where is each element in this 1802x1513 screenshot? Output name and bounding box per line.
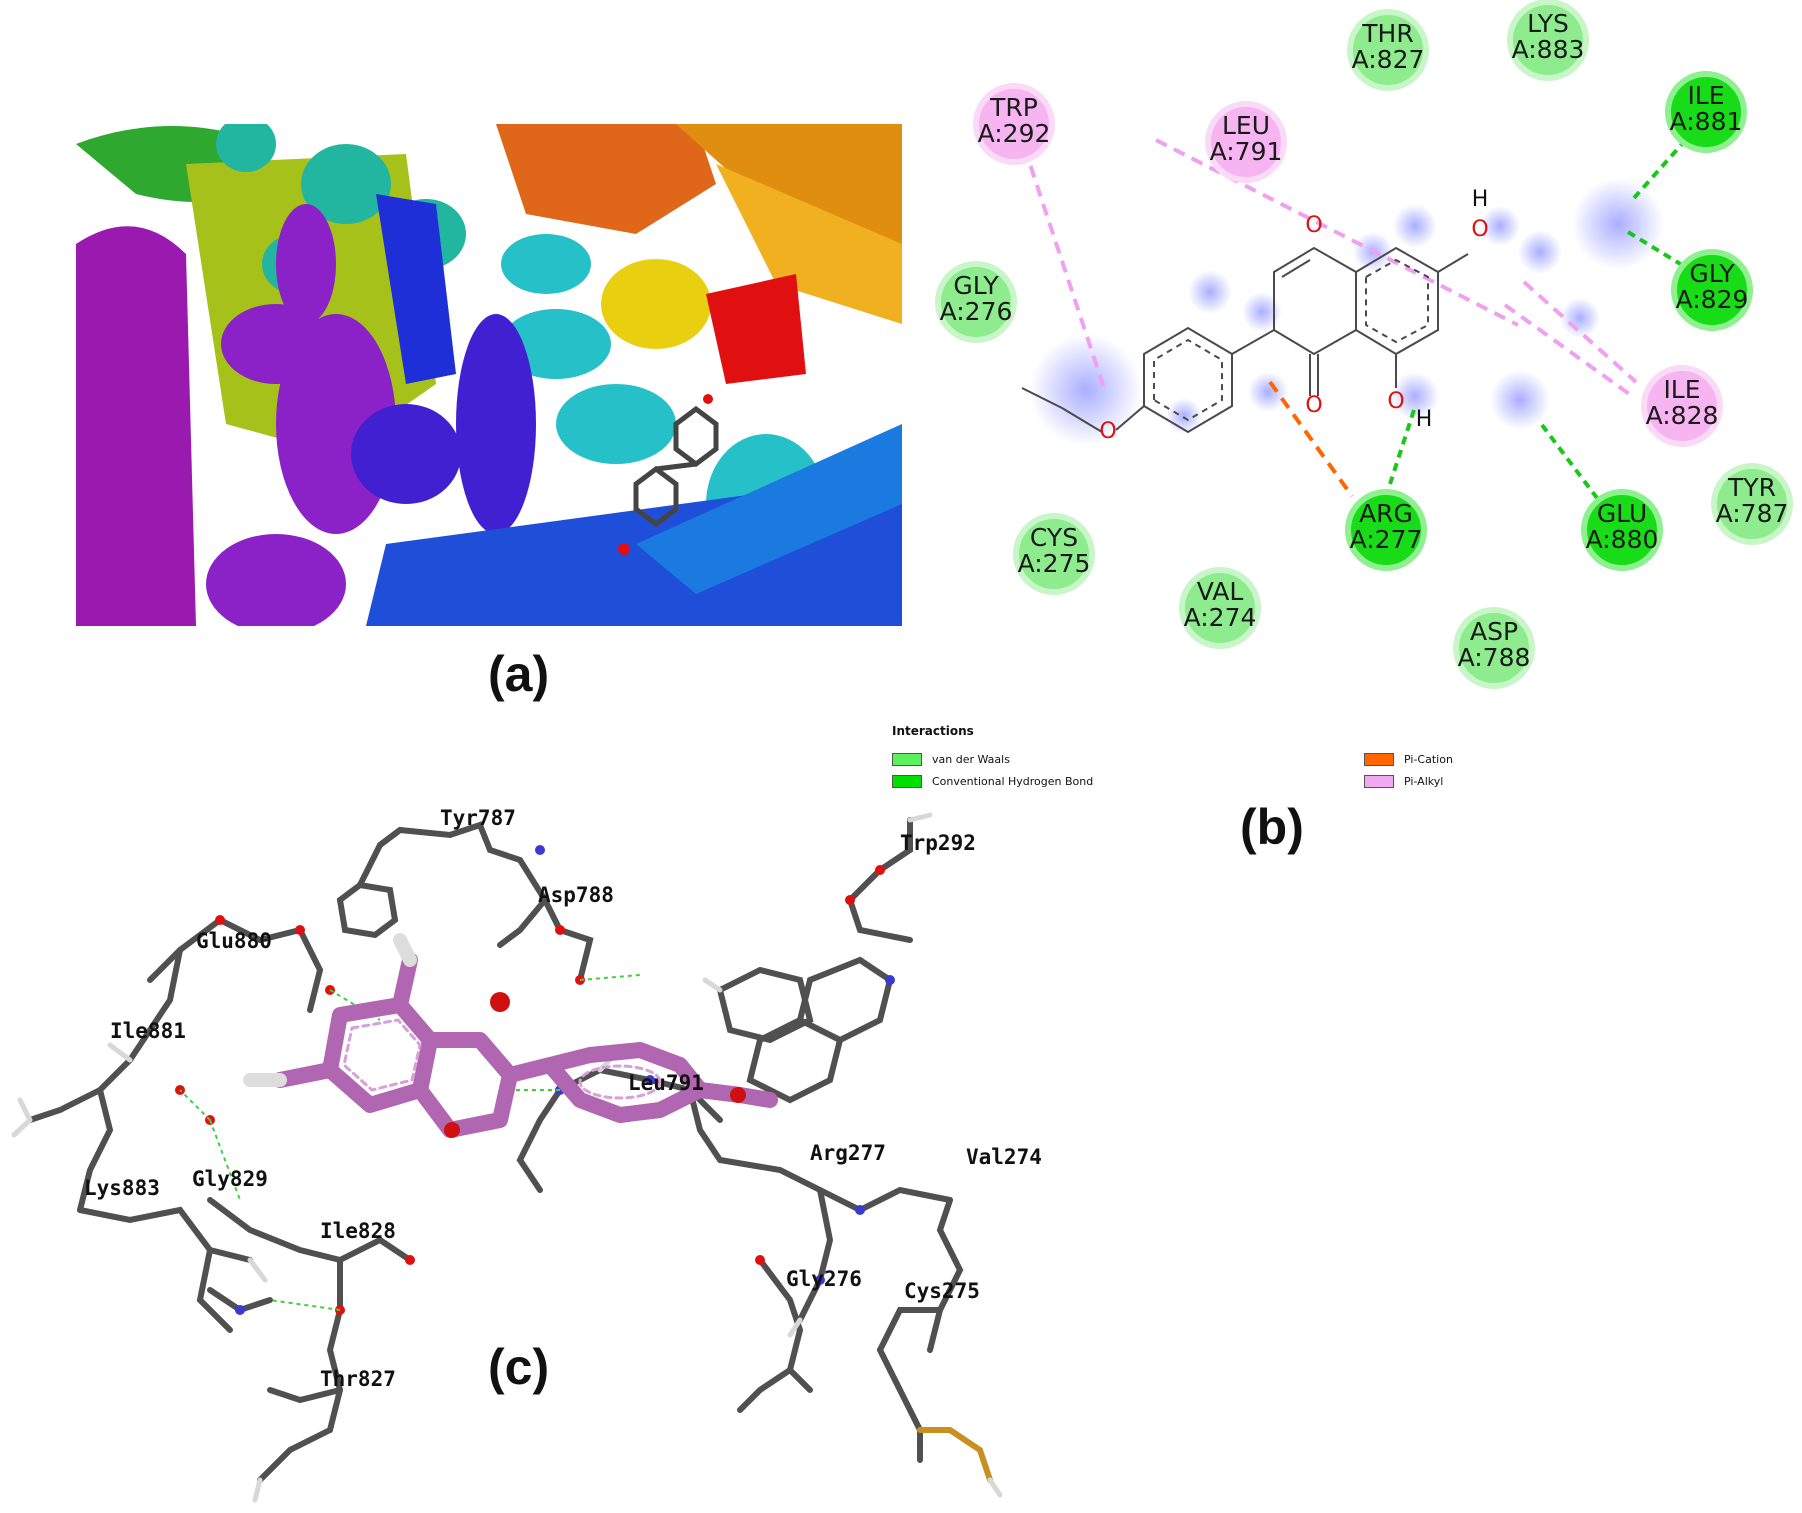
label-tyr787: Tyr787 <box>440 806 516 830</box>
residue-leu791: LEU A:791 <box>1205 101 1287 183</box>
svg-text:CYS: CYS <box>1030 523 1078 552</box>
residue-arg277: ARG A:277 <box>1345 489 1427 571</box>
ligand-sticks <box>243 933 778 1138</box>
panel-b-interaction-diagram: O O O O H O H THR A:827 LYS A:883 ILE <box>920 0 1802 720</box>
svg-text:A:881: A:881 <box>1670 107 1743 136</box>
svg-text:TRP: TRP <box>989 93 1038 122</box>
interaction-diagram-svg: O O O O H O H THR A:827 LYS A:883 ILE <box>935 0 1793 689</box>
residue-val274: VAL A:274 <box>1179 567 1261 649</box>
atom-oxygen-methoxy: O <box>1099 419 1116 444</box>
residue-glu880: GLU A:880 <box>1581 489 1663 571</box>
atom-oxygen-ring: O <box>1305 213 1322 238</box>
atom-oxygen-hydroxyl-7: O <box>1471 217 1488 242</box>
ribbon-image <box>76 124 902 626</box>
label-ile881: Ile881 <box>110 1019 186 1043</box>
atom-hydrogen-5: H <box>1416 407 1433 432</box>
label-gly829: Gly829 <box>192 1167 268 1191</box>
ligand-skeleton <box>1021 246 1469 434</box>
residue-trp292: TRP A:292 <box>973 83 1055 165</box>
ligand-atoms: O O O O H O H <box>1099 187 1488 444</box>
svg-text:A:791: A:791 <box>1210 137 1283 166</box>
residue-sticks <box>27 817 993 1483</box>
residue-ile881: ILE A:881 <box>1665 71 1747 153</box>
residue-cys275: CYS A:275 <box>1013 513 1095 595</box>
svg-text:GLY: GLY <box>1689 259 1735 288</box>
svg-text:A:787: A:787 <box>1716 499 1789 528</box>
svg-text:A:292: A:292 <box>978 119 1051 148</box>
label-lys883: Lys883 <box>84 1176 160 1200</box>
atom-oxygen-carbonyl: O <box>1305 393 1322 418</box>
legend-swatch-pialkyl <box>1364 775 1394 788</box>
residue-asp788: ASP A:788 <box>1453 607 1535 689</box>
svg-text:LEU: LEU <box>1222 111 1270 140</box>
svg-text:GLY: GLY <box>953 271 999 300</box>
svg-text:A:828: A:828 <box>1646 401 1719 430</box>
interactions-legend: Interactions van der Waals Conventional … <box>892 724 1453 788</box>
atom-oxygen-hydroxyl-5: O <box>1387 389 1404 414</box>
label-leu791: Leu791 <box>628 1071 704 1095</box>
panel-a-protein-ribbon <box>76 124 902 626</box>
svg-text:ARG: ARG <box>1359 499 1413 528</box>
svg-text:THR: THR <box>1361 19 1413 48</box>
legend-swatch-hbond <box>892 775 922 788</box>
label-ile828: Ile828 <box>320 1219 396 1243</box>
svg-text:A:788: A:788 <box>1458 643 1531 672</box>
label-asp788: Asp788 <box>538 883 614 907</box>
label-gly276: Gly276 <box>786 1267 862 1291</box>
svg-text:A:880: A:880 <box>1586 525 1659 554</box>
atom-hydrogen-7: H <box>1472 187 1489 212</box>
legend-swatch-vdw <box>892 753 922 766</box>
svg-text:LYS: LYS <box>1527 9 1569 38</box>
panel-a-label: (a) <box>488 646 550 702</box>
residue-lys883: LYS A:883 <box>1507 0 1589 81</box>
residue-tyr787: TYR A:787 <box>1711 463 1793 545</box>
svg-text:A:827: A:827 <box>1352 45 1425 74</box>
residue-discs: THR A:827 LYS A:883 ILE A:881 TRP A:292 … <box>935 0 1793 689</box>
svg-text:GLU: GLU <box>1597 499 1647 528</box>
label-glu880: Glu880 <box>196 929 272 953</box>
svg-text:ASP: ASP <box>1470 617 1518 646</box>
label-arg277: Arg277 <box>810 1141 886 1165</box>
binding-pose-svg: Tyr787 Trp292 Asp788 Glu880 Ile881 Leu79… <box>11 806 1042 1503</box>
interaction-lines <box>1016 124 1702 504</box>
svg-text:A:829: A:829 <box>1676 285 1749 314</box>
svg-text:A:274: A:274 <box>1184 603 1257 632</box>
label-thr827: Thr827 <box>320 1367 396 1391</box>
residue-thr827: THR A:827 <box>1347 9 1429 91</box>
svg-text:A:277: A:277 <box>1350 525 1423 554</box>
residue-labels: Tyr787 Trp292 Asp788 Glu880 Ile881 Leu79… <box>84 806 1042 1391</box>
legend-swatch-pication <box>1364 753 1394 766</box>
panel-b-label: (b) <box>1240 799 1304 855</box>
residue-gly276: GLY A:276 <box>935 261 1017 343</box>
panel-c-label: (c) <box>488 1339 550 1395</box>
legend-title: Interactions <box>892 724 974 738</box>
residue-gly829: GLY A:829 <box>1671 249 1753 331</box>
svg-text:TYR: TYR <box>1727 473 1776 502</box>
panel-c-binding-pose: Tyr787 Trp292 Asp788 Glu880 Ile881 Leu79… <box>0 790 1100 1508</box>
svg-text:ILE: ILE <box>1663 375 1700 404</box>
svg-text:A:883: A:883 <box>1512 35 1585 64</box>
label-cys275: Cys275 <box>904 1279 980 1303</box>
svg-text:A:276: A:276 <box>940 297 1013 326</box>
residue-ile828: ILE A:828 <box>1641 365 1723 447</box>
label-val274: Val274 <box>966 1145 1042 1169</box>
solvent-halos <box>1030 178 1664 446</box>
svg-text:ILE: ILE <box>1687 81 1724 110</box>
svg-text:VAL: VAL <box>1197 577 1244 606</box>
svg-text:A:275: A:275 <box>1018 549 1091 578</box>
label-trp292: Trp292 <box>900 831 976 855</box>
